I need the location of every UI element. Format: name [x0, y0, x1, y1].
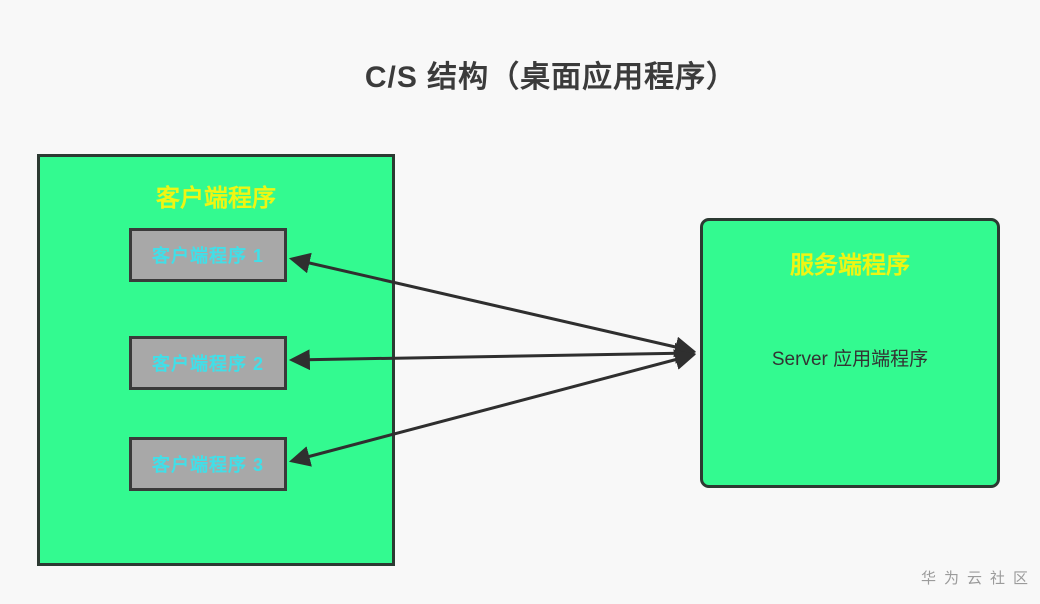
client-box-1: 客户端程序 1: [129, 228, 287, 282]
client-panel: 客户端程序 客户端程序 1 客户端程序 2 客户端程序 3: [37, 154, 395, 566]
client-panel-label: 客户端程序: [156, 185, 276, 212]
client-box-3-label: 客户端程序 3: [151, 455, 264, 475]
client-box-2: 客户端程序 2: [129, 336, 287, 390]
watermark: 华为云社区: [920, 570, 1036, 587]
server-panel-label: 服务端程序: [790, 252, 910, 279]
client-box-2-label: 客户端程序 2: [151, 354, 264, 374]
client-box-3: 客户端程序 3: [129, 437, 287, 491]
server-body-text: Server 应用端程序: [771, 349, 929, 370]
diagram-title: C/S 结构（桌面应用程序）: [364, 61, 738, 94]
server-panel: 服务端程序 Server 应用端程序: [700, 218, 1000, 488]
client-box-1-label: 客户端程序 1: [151, 246, 264, 266]
